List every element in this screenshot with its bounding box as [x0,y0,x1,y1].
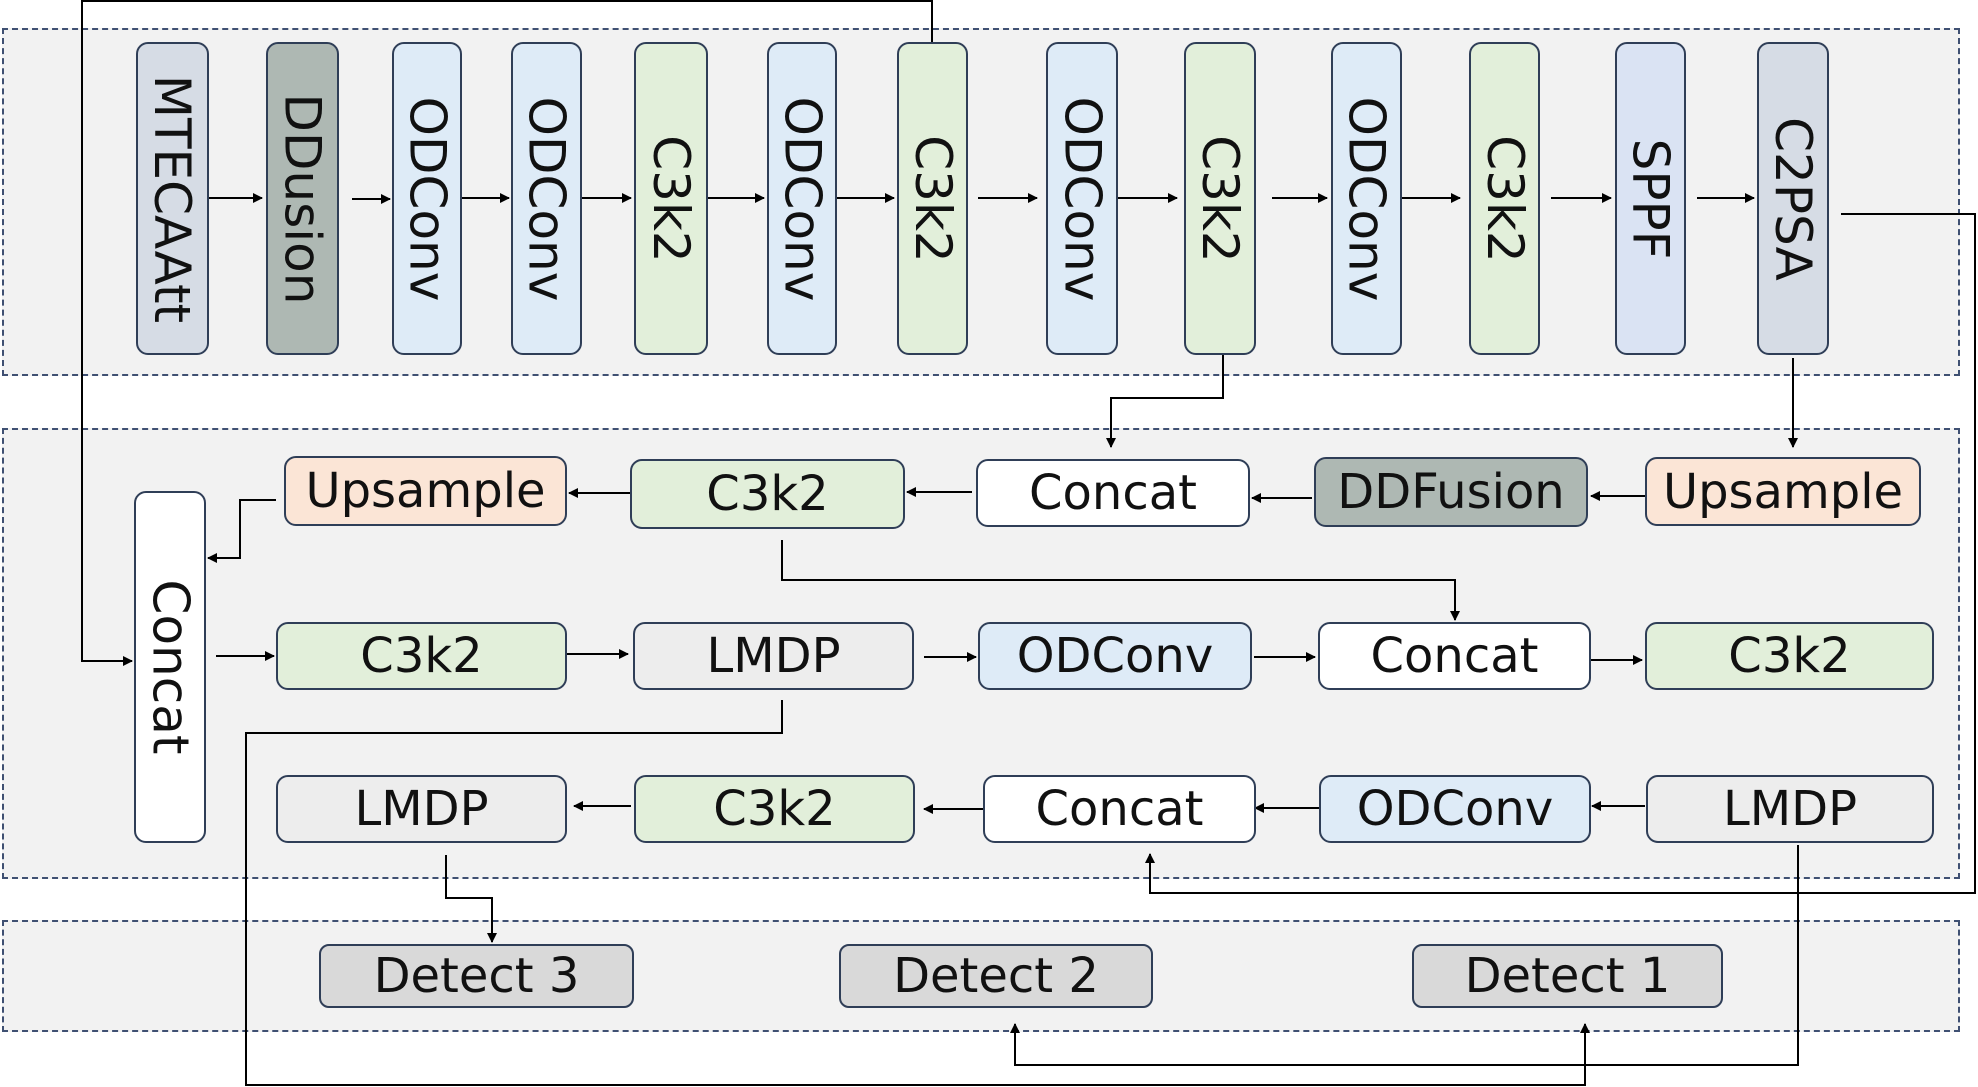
arrow-loop-concat [81,0,933,666]
backbone-odconv-2: ODConv [511,42,582,355]
neck-odconv-row2: ODConv [978,622,1252,690]
arrow-upsample-concat [207,499,276,563]
neck-upsample-left: Upsample [284,456,567,526]
detect-1: Detect 1 [1412,944,1723,1008]
detect-3: Detect 3 [319,944,634,1008]
detect-2: Detect 2 [839,944,1153,1008]
neck-upsample-right: Upsample [1645,457,1921,526]
neck-concat-row3: Concat [983,775,1256,843]
backbone-c3k2-1: C3k2 [634,42,708,355]
backbone-odconv-4: ODConv [1046,42,1118,355]
arrow-c2psa-concat-row3 [1145,213,1976,894]
neck-concat-row2: Concat [1318,622,1591,690]
backbone-sppf: SPPF [1615,42,1686,355]
neck-lmdp-row3-left: LMDP [276,775,567,843]
neck-c3k2-row2-left: C3k2 [276,622,567,690]
neck-odconv-row3: ODConv [1319,775,1591,843]
backbone-mtecaatt: MTECAAtt [136,42,209,355]
arrow-c3k2-concat-row2 [781,540,1460,621]
neck-c3k2-row3: C3k2 [634,775,915,843]
arrow-lmdp-detect2 [1010,845,1799,1066]
neck-lmdp-row3-right: LMDP [1646,775,1934,843]
neck-concat-vertical: Concat [134,491,206,843]
arrow-c3k2-concat [1106,355,1224,448]
backbone-odconv-3: ODConv [767,42,837,355]
neck-c3k2-row2-right: C3k2 [1645,622,1934,690]
neck-ddfusion: DDFusion [1314,457,1588,527]
neck-lmdp-row2: LMDP [633,622,914,690]
backbone-c3k2-2: C3k2 [897,42,968,355]
neck-concat-row1: Concat [976,459,1250,527]
backbone-c2psa: C2PSA [1757,42,1829,355]
arrow-lmdp-detect1 [245,700,1590,1086]
backbone-odconv-5: ODConv [1331,42,1402,355]
backbone-c3k2-4: C3k2 [1469,42,1540,355]
neck-c3k2-row1: C3k2 [630,459,905,529]
arrow-lmdp-detect3 [445,855,497,943]
backbone-odconv-1: ODConv [392,42,462,355]
backbone-c3k2-3: C3k2 [1184,42,1256,355]
backbone-ddusion: DDusion [266,42,339,355]
